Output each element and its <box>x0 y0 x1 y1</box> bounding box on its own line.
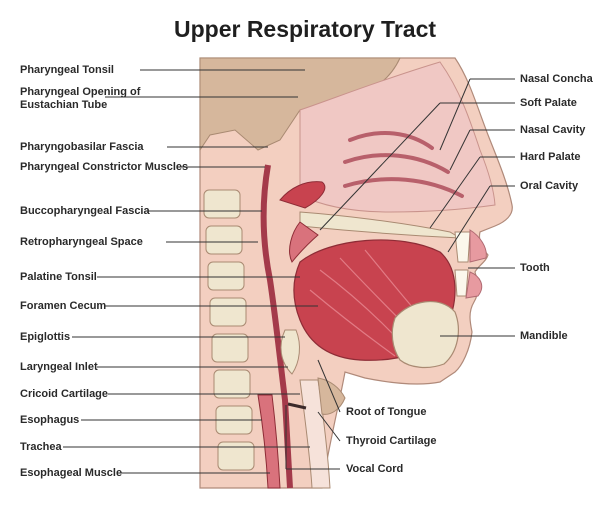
vertebra <box>207 261 245 291</box>
lower-lip <box>465 271 483 299</box>
leader-nasal-cavity-2 <box>449 129 471 171</box>
label-esophagus: Esophagus <box>20 414 80 426</box>
label-nasal-concha: Nasal Concha <box>520 73 593 85</box>
leader-soft-palate-2 <box>319 102 441 231</box>
label-esophageal-muscle: Esophageal Muscle <box>20 467 123 479</box>
label-root-of-tongue: Root of Tongue <box>346 406 427 418</box>
label-buccopharyngeal-fascia: Buccopharyngeal Fascia <box>20 205 150 217</box>
label-oral-cavity: Oral Cavity <box>520 180 579 192</box>
concha-superior <box>348 131 434 150</box>
label-tooth: Tooth <box>520 262 550 274</box>
nasal-conchae <box>343 131 464 198</box>
esophagus-tube <box>257 394 281 489</box>
label-pharyngeal-tonsil: Pharyngeal Tonsil <box>20 64 114 76</box>
label-mandible: Mandible <box>520 330 568 342</box>
label-pharyngobasilar-fascia: Pharyngobasilar Fascia <box>20 141 144 153</box>
label-epiglottis: Epiglottis <box>20 331 71 343</box>
label-pharyngeal-opening-line2: Eustachian Tube <box>20 99 108 111</box>
label-vocal-cord: Vocal Cord <box>346 463 404 475</box>
leader-oral-cavity-2 <box>447 185 491 253</box>
vertebra <box>217 441 255 471</box>
label-trachea: Trachea <box>20 441 62 453</box>
vertebra <box>213 369 251 399</box>
concha-inferior <box>343 177 464 198</box>
upper-tooth <box>454 231 471 263</box>
label-foramen-cecum: Foramen Cecum <box>20 300 107 312</box>
mandible-shape <box>391 300 459 369</box>
label-thyroid-cartilage: Thyroid Cartilage <box>346 435 437 447</box>
vertebra <box>209 297 247 327</box>
pharynx-posterior-wall <box>260 164 293 489</box>
epiglottis-shape <box>280 329 300 375</box>
leader-lines <box>63 69 515 474</box>
label-pharyngeal-opening-line1: Pharyngeal Opening of <box>20 86 141 98</box>
label-cricoid-cartilage: Cricoid Cartilage <box>20 388 109 400</box>
leader-nasal-concha-2 <box>439 78 471 151</box>
nasal-cavity-region <box>299 61 496 213</box>
head-cross-section <box>199 57 513 489</box>
pharyngeal-tonsil-shape <box>279 181 326 209</box>
vertebra <box>205 225 243 255</box>
upper-lip <box>469 229 487 263</box>
label-pharyngeal-constrictor-muscles: Pharyngeal Constrictor Muscles <box>20 161 189 173</box>
diagram-title: Upper Respiratory Tract <box>173 16 437 42</box>
vertebra <box>203 189 241 219</box>
vocal-cord-shape <box>287 402 307 410</box>
leader-root-of-tongue <box>317 359 341 413</box>
label-retropharyngeal-space: Retropharyngeal Space <box>20 236 143 248</box>
leader-hard-palate-2 <box>429 156 481 229</box>
thyroid-cartilage-shape <box>317 377 346 415</box>
label-palatine-tonsil: Palatine Tonsil <box>20 271 97 283</box>
vertebra <box>211 333 249 363</box>
label-soft-palate: Soft Palate <box>520 97 577 109</box>
leader-thyroid-cartilage <box>317 411 341 442</box>
label-nasal-cavity: Nasal Cavity <box>520 124 586 136</box>
tongue-fiber <box>309 289 396 357</box>
label-hard-palate: Hard Palate <box>520 151 581 163</box>
label-laryngeal-inlet: Laryngeal Inlet <box>20 361 98 373</box>
concha-middle <box>343 153 450 174</box>
soft-palate-shape <box>289 221 319 263</box>
lower-tooth <box>454 269 469 297</box>
